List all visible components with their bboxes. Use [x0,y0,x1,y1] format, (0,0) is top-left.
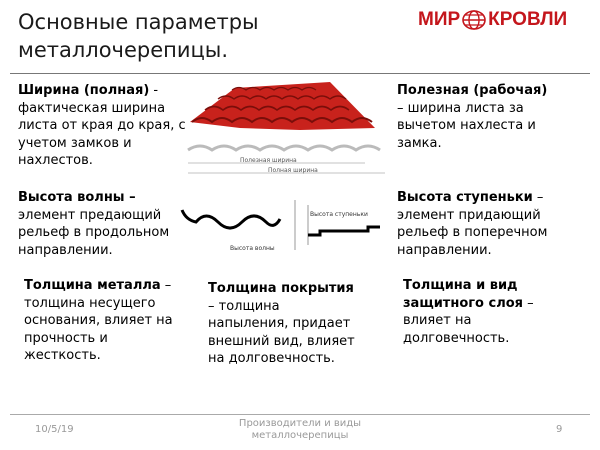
description: – толщина несущего основания, влияет на … [24,278,173,363]
description: элемент предающий рельеф в продольном на… [18,207,170,258]
footer-title: Производители и виды металлочерепицы [238,418,362,441]
term: Ширина (полная) [18,83,150,98]
wave-height-text: Высота волны – элемент предающий рельеф … [18,189,190,259]
step-profile [308,225,380,237]
wave-profile [180,209,282,230]
term: Полезная (рабочая) [397,83,548,98]
wave-height-label: Высота волны [230,245,275,252]
globe-icon [462,10,486,30]
term: Толщина покрытия [208,281,354,296]
coating-thickness-text: Толщина покрытия – толщина напыления, пр… [208,280,358,368]
footer-divider [10,414,590,415]
term: Толщина металла [24,278,161,293]
title-divider [10,73,590,74]
description: – элемент придающий рельеф в поперечном … [397,190,548,258]
description: - фактическая ширина листа от края до кр… [18,83,186,168]
footer-date: 10/5/19 [35,424,74,435]
description: – влияет на долговечность. [403,295,534,346]
description: – ширина листа за вычетом нахлеста и зам… [397,100,536,151]
protective-layer-text: Толщина и вид защитного слоя – влияет на… [403,277,563,347]
profile-outline [187,144,381,152]
step-height-text: Высота ступеньки – элемент придающий рел… [397,189,562,259]
description: – толщина напыления, придает внешний вид… [208,298,355,367]
useful-width-text: Полезная (рабочая) – ширина листа за выч… [397,82,557,152]
full-width-text: Ширина (полная) - фактическая ширина лис… [18,82,190,170]
useful-width-label: Полезная ширина [240,157,297,164]
step-height-label: Высота ступеньки [310,211,368,218]
term: Высота ступеньки [397,190,533,205]
slide-title: Основные параметры металлочерепицы. [18,10,259,62]
metal-thickness-text: Толщина металла – толщина несущего основ… [24,277,184,365]
logo: МИР КРОВЛИ [418,9,567,31]
roof-diagram: Полезная ширина Полная ширина Высота вол… [180,82,385,252]
term: Высота волны – [18,190,136,205]
full-width-label: Полная ширина [268,167,318,174]
logo-text-right: КРОВЛИ [488,9,568,30]
term: Толщина и вид защитного слоя [403,278,524,311]
page-number: 9 [556,424,563,435]
logo-text-left: МИР [418,9,461,30]
roof-tile-image [190,82,375,130]
